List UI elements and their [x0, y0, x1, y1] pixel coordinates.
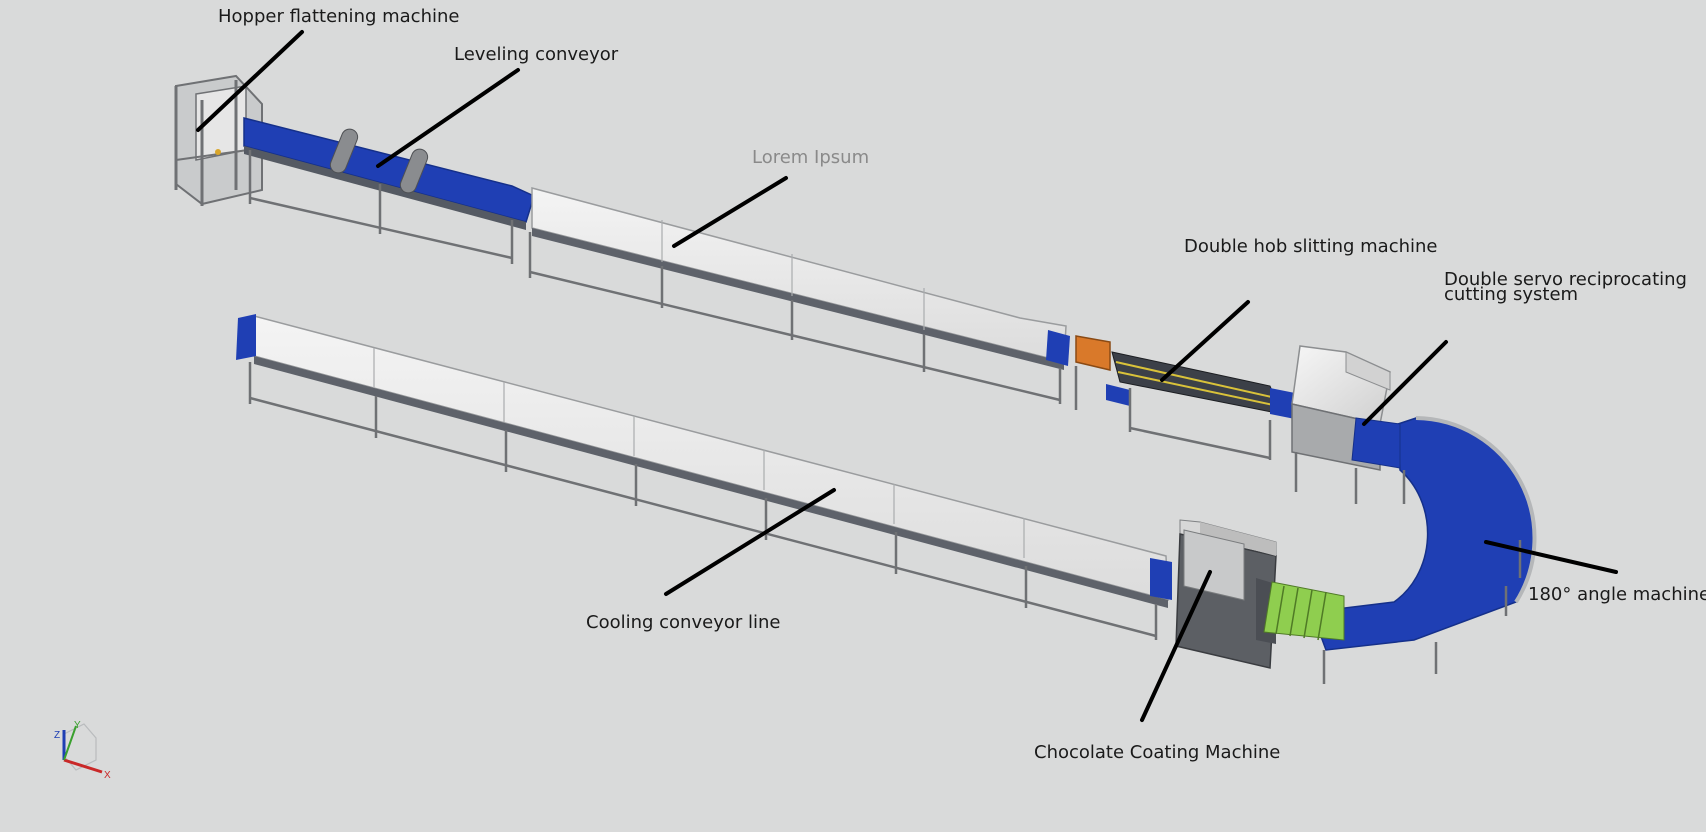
leader-double-servo [1362, 340, 1448, 426]
leveling-conveyor [243, 117, 535, 264]
axis-triad: Z Y X [54, 720, 111, 781]
leveling-roller [329, 128, 359, 174]
label-180-angle-machine: 180° angle machine [1528, 584, 1706, 605]
label-double-hob-slitting-machine: Double hob slitting machine [1184, 236, 1438, 257]
leveling-roller [399, 148, 429, 194]
axis-label-z: Z [54, 730, 60, 741]
double-hob-slitting-machine [1074, 335, 1300, 460]
leader-placeholder [672, 176, 788, 248]
label-double-servo-cutting-system: Double servo reciprocating cutting syste… [1444, 269, 1687, 306]
label-chocolate-coating-machine: Chocolate Coating Machine [1034, 742, 1281, 763]
hopper-flattening-machine [174, 74, 263, 206]
180-angle-machine [1310, 416, 1537, 684]
leader-angle [1484, 540, 1618, 574]
leader-double-hob [1160, 300, 1250, 382]
upper-cooling-tunnel [528, 187, 1070, 404]
label-leveling-conveyor: Leveling conveyor [454, 44, 619, 65]
leader-cooling [664, 488, 836, 596]
leader-lines [196, 30, 1618, 722]
label-hopper-flattening-machine: Hopper flattening machine [218, 6, 460, 27]
label-cooling-conveyor-line: Cooling conveyor line [586, 612, 781, 633]
leader-leveling [376, 68, 520, 168]
chocolate-coating-machine [1175, 519, 1345, 669]
axis-label-y: Y [74, 720, 81, 731]
leader-chocolate [1140, 570, 1212, 722]
leader-hopper [196, 30, 304, 132]
cooling-conveyor-line [236, 314, 1172, 640]
label-lorem-ipsum: Lorem Ipsum [752, 147, 870, 168]
axis-label-x: X [104, 770, 111, 781]
